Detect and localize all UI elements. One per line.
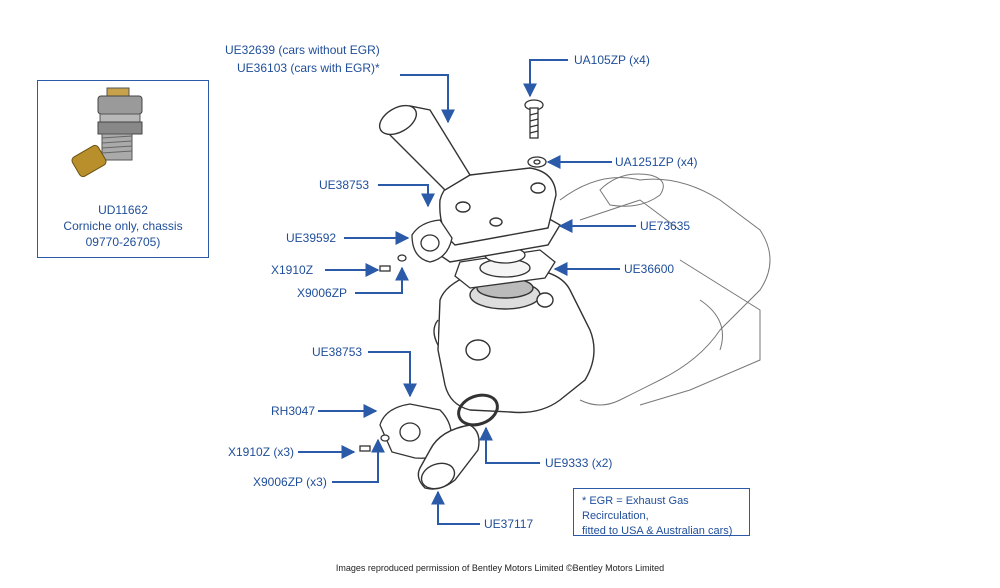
sensor-part-number: UD11662 (98, 203, 148, 217)
label-ue9333: UE9333 (x2) (545, 456, 613, 470)
gasket-ue36600 (454, 249, 556, 289)
pump-housing (433, 267, 595, 414)
label-rh3047: RH3047 (271, 404, 316, 418)
label-ue37117: UE37117 (484, 517, 534, 531)
label-x1910z: X1910Z (271, 263, 314, 277)
hose-elbow (417, 424, 480, 490)
engine-block-sketch (559, 173, 771, 406)
label-x9006zp: X9006ZP (297, 286, 348, 300)
sensor-inset-caption: UD11662 Corniche only, chassis 09770-267… (38, 202, 208, 250)
label-ue73635: UE73635 (640, 219, 691, 233)
label-ue39592: UE39592 (286, 231, 337, 245)
label-ua105zp: UA105ZP (x4) (574, 53, 650, 67)
sensor-note-line2: 09770-26705) (85, 235, 161, 249)
sensor-inset: UD11662 Corniche only, chassis 09770-267… (37, 80, 209, 258)
leader-lines (298, 59, 636, 525)
egr-note-line1: * EGR = Exhaust Gas Recirculation, (582, 495, 689, 522)
egr-note-line2: fitted to USA & Australian cars) (582, 525, 733, 537)
o-ring (457, 393, 499, 427)
upper-elbow (379, 219, 453, 272)
label-ue38753-top: UE38753 (319, 178, 370, 192)
temperature-sensor-picture (71, 87, 143, 178)
label-ue36103: UE36103 (cars with EGR)* (237, 61, 380, 75)
sensor-note-line1: Corniche only, chassis (63, 219, 183, 233)
bolt-ua105zp (524, 99, 544, 139)
outlet-pipe (378, 104, 471, 191)
label-ua1251zp: UA1251ZP (x4) (615, 155, 698, 169)
image-credit: Images reproduced permission of Bentley … (335, 563, 665, 573)
label-x1910z-x3: X1910Z (x3) (228, 445, 295, 459)
egr-note: * EGR = Exhaust Gas Recirculation, fitte… (573, 488, 750, 537)
thermostat-housing (424, 167, 561, 263)
label-ue36600: UE36600 (624, 262, 675, 276)
label-ue32639: UE32639 (cars without EGR) (225, 43, 380, 57)
washer-ua1251zp (527, 156, 547, 168)
label-x9006zp-x3: X9006ZP (x3) (253, 475, 327, 489)
label-ue38753-bottom: UE38753 (312, 345, 363, 359)
